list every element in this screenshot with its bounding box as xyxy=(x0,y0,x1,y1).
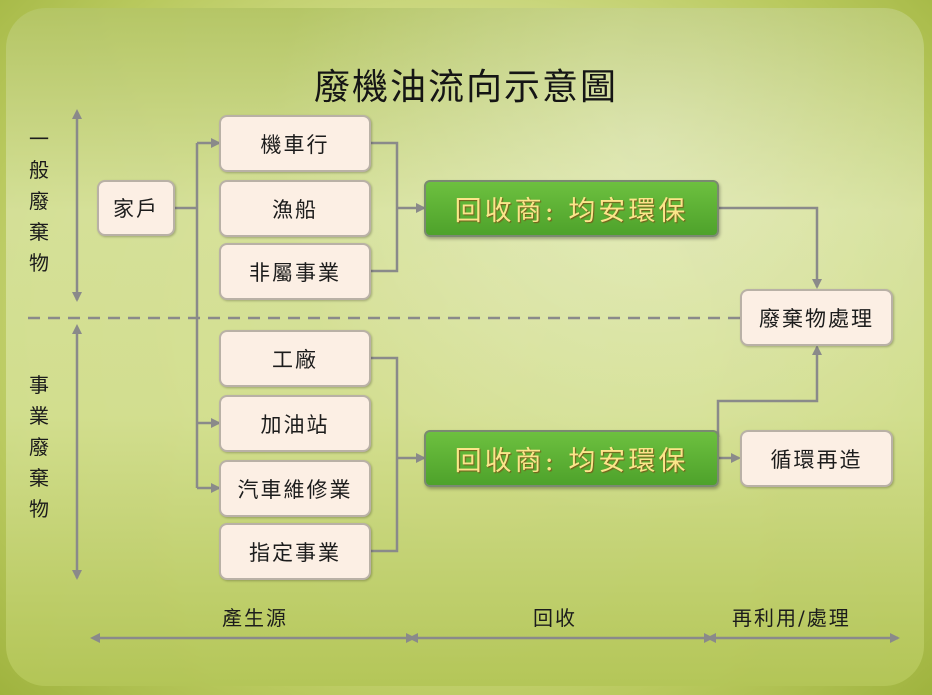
stage-recovery-label: 回收 xyxy=(533,606,577,630)
business-waste-char: 事 xyxy=(29,373,49,397)
general-waste-label: 一 般 廢 棄 物 xyxy=(24,124,54,279)
background-panel xyxy=(6,8,924,686)
recycling-node: 循環再造 xyxy=(740,430,893,487)
page-title: 廢機油流向示意圖 xyxy=(313,67,618,108)
general-waste-char: 般 xyxy=(29,158,49,182)
household-node: 家戶 xyxy=(97,180,175,236)
business-waste-char: 廢 xyxy=(29,435,49,459)
bottom-recycler-to-treatment xyxy=(716,345,822,437)
business-waste-label: 事 業 廢 棄 物 xyxy=(24,370,54,525)
business-waste-char: 棄 xyxy=(29,466,49,490)
general-waste-char: 棄 xyxy=(29,220,49,244)
gas-station-node: 加油站 xyxy=(219,395,371,452)
auto-repair-node: 汽車維修業 xyxy=(219,460,371,517)
non-business-node: 非屬事業 xyxy=(219,243,371,300)
designated-business-node: 指定事業 xyxy=(219,523,371,580)
stage-reuse-label: 再利用/處理 xyxy=(732,606,851,630)
top-recycler-to-treatment xyxy=(718,206,822,289)
business-waste-char: 業 xyxy=(29,404,49,428)
general-waste-char: 物 xyxy=(29,251,49,275)
waste-treatment-node: 廢棄物處理 xyxy=(740,289,893,346)
general-waste-char: 一 xyxy=(29,127,49,151)
factory-node: 工廠 xyxy=(219,330,371,387)
recycler-bottom-node: 回收商: 均安環保 xyxy=(424,430,719,487)
general-waste-char: 廢 xyxy=(29,189,49,213)
recycler-top-node: 回收商: 均安環保 xyxy=(424,180,719,237)
bottom-group-collector xyxy=(370,356,399,553)
stage-source-label: 產生源 xyxy=(222,606,288,630)
fishing-boat-node: 漁船 xyxy=(219,180,371,237)
scooter-shop-node: 機車行 xyxy=(219,115,371,172)
business-waste-char: 物 xyxy=(29,497,49,521)
top-group-collector xyxy=(370,141,399,273)
